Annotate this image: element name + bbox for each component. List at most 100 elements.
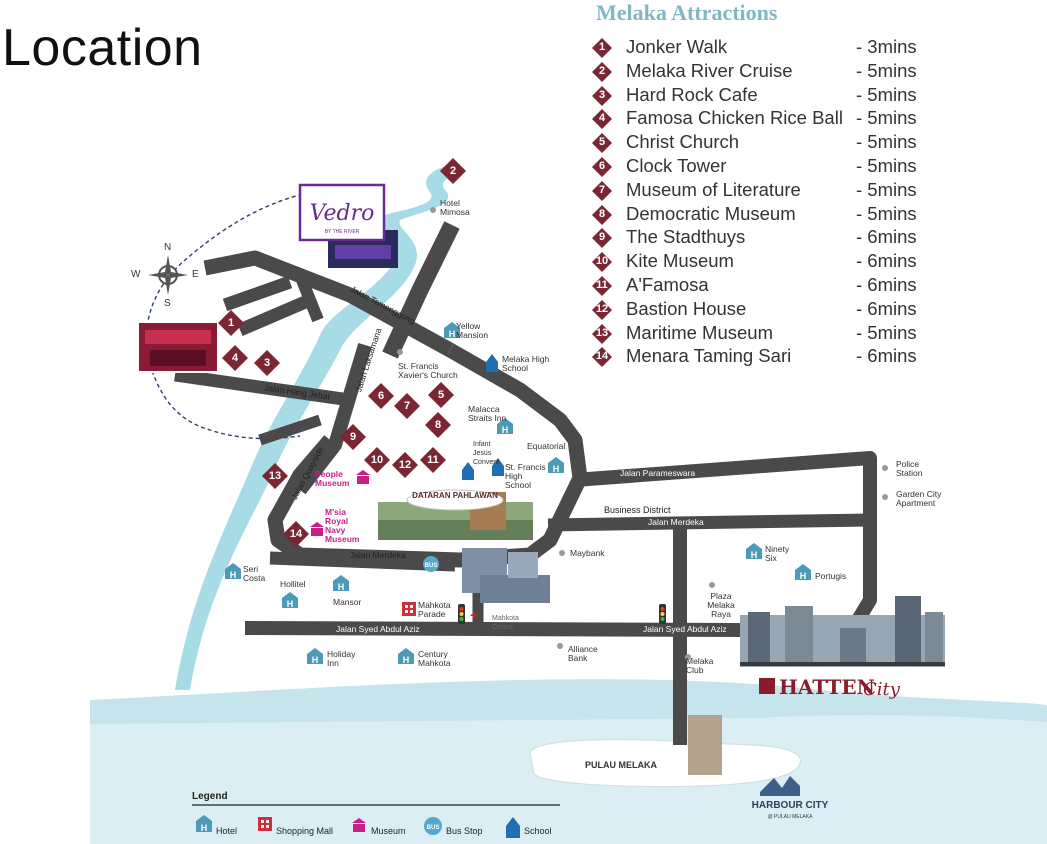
label-pulau-melaka: PULAU MELAKA [585, 760, 657, 770]
attraction-item: 8 Democratic Museum - 5mins [592, 203, 937, 227]
bus-stop-icon-label: BUS [425, 563, 438, 569]
compass-w: W [131, 269, 141, 280]
attraction-item: 1 Jonker Walk - 3mins [592, 36, 937, 60]
attraction-number: 14 [595, 350, 609, 363]
hotel-icon: H [307, 648, 323, 665]
attraction-name: Kite Museum [626, 250, 734, 272]
harbour-city-logo-icon [760, 776, 800, 796]
hatten-logo: HATTEN [779, 675, 875, 699]
label-melaka-high-school: Melaka High School [502, 354, 550, 373]
dataran-label: DATARAN PAHLAWAN [412, 491, 498, 500]
legend-school-icon [506, 817, 520, 838]
attraction-time: - 5mins [856, 131, 917, 153]
harbour-city-tower [688, 715, 722, 775]
attraction-number-badge: 1 [592, 38, 612, 58]
compass-s: S [164, 298, 171, 309]
vedro-logo: Vedro [310, 201, 375, 226]
attraction-marker-number: 3 [263, 357, 271, 369]
compass-e: E [192, 269, 199, 280]
attraction-name: Melaka River Cruise [626, 59, 793, 81]
attraction-time: - 5mins [856, 59, 917, 81]
hospital-icon: + [470, 607, 478, 623]
attraction-marker: 13 [262, 463, 288, 489]
svg-text:H: H [449, 329, 456, 339]
legend-school: School [524, 826, 552, 836]
attraction-marker: 3 [254, 350, 280, 376]
legend-bus-stop: Bus Stop [446, 826, 483, 836]
attraction-number: 2 [598, 64, 606, 77]
label-infant-jesus-convent: Infant Jesus Convent [473, 441, 500, 466]
attraction-number: 4 [598, 112, 606, 125]
attraction-number: 12 [595, 302, 609, 315]
label-mahkota-centre: Mahkota Centre [492, 615, 519, 631]
attraction-name: Jonker Walk [626, 36, 728, 57]
hatten-city-photo [740, 615, 945, 667]
label-st-francis-high: St. Francis High School [505, 462, 546, 490]
label-alliance-bank: Alliance Bank [568, 644, 598, 663]
attraction-number-badge: 2 [592, 61, 612, 82]
attraction-marker-number: 12 [398, 459, 412, 471]
attraction-time: - 6mins [856, 226, 917, 248]
attraction-name: Bastion House [626, 297, 747, 319]
legend-hotel: Hotel [216, 826, 238, 836]
attraction-time: - 5mins [856, 178, 917, 200]
road-jalan-merdeka-east: Jalan Merdeka [648, 517, 704, 527]
svg-text:H: H [338, 582, 345, 592]
svg-text:H: H [312, 655, 319, 665]
attraction-time: - 5mins [856, 202, 917, 224]
attraction-number-badge: 4 [592, 109, 612, 130]
svg-text:H: H [287, 599, 294, 609]
attraction-time: - 6mins [856, 273, 917, 295]
harbour-city-logo: HARBOUR CITY [752, 800, 829, 811]
legend-hotel-icon: H [196, 815, 212, 833]
label-equatorial: Equatorial [527, 441, 566, 451]
attraction-marker: 7 [394, 393, 420, 419]
svg-text:H: H [201, 823, 208, 833]
label-plaza-melaka-raya: Plaza Melaka Raya [707, 591, 735, 619]
vedro-logo-box [298, 183, 386, 242]
attraction-name: Democratic Museum [626, 202, 796, 224]
label-ninety-six: Ninety Six [765, 544, 790, 563]
label-malacca-straits-inn: Malacca Straits Inn [468, 404, 507, 423]
attraction-marker-number: 6 [377, 390, 385, 402]
attraction-time: - 3mins [856, 36, 917, 57]
attraction-time: - 5mins [856, 107, 917, 129]
label-seri-costa: Seri Costa [243, 564, 266, 583]
compass-n: N [164, 242, 172, 253]
label-melaka-club: Melaka Club [686, 656, 714, 675]
attraction-number-badge: 8 [592, 204, 612, 225]
sea-band [90, 679, 1047, 724]
legend-mall-icon [258, 817, 272, 831]
label-portugis: Portugis [815, 571, 847, 581]
label-st-francis-church: St. Francis Xavier's Church [398, 361, 458, 380]
label-garden-city: Garden City Apartment [896, 489, 942, 508]
attraction-name: Hard Rock Cafe [626, 83, 758, 105]
svg-text:H: H [553, 464, 560, 474]
road-jalan-temenggong: Jalan Temenggong [348, 283, 417, 327]
label-holiday-inn: Holiday Inn [327, 649, 356, 668]
attraction-time: - 6mins [856, 250, 917, 272]
attraction-marker-number: 4 [231, 352, 239, 364]
museum-icon [310, 522, 324, 536]
attraction-marker-number: 10 [370, 454, 384, 466]
attraction-number: 13 [595, 326, 609, 339]
attraction-number: 11 [596, 278, 608, 291]
label-yellow-mansion: Yellow Mansion [456, 321, 489, 340]
road-jalan-syed-abdul-aziz-west: Jalan Syed Abdul Aziz [336, 624, 420, 634]
attraction-time: - 5mins [856, 154, 917, 176]
pulau-melaka-island [529, 739, 801, 787]
hotel-icon: H [225, 563, 241, 580]
hotel-icon: H [333, 575, 349, 592]
attraction-marker: 2 [440, 158, 466, 184]
svg-text:H: H [230, 570, 237, 580]
label-maybank: Maybank [570, 548, 605, 558]
attraction-number-badge: 14 [592, 347, 612, 368]
attractions-list: 1 Jonker Walk - 3mins 2 Melaka River Cruise -… [592, 36, 937, 369]
attraction-number-badge: 7 [592, 180, 612, 201]
